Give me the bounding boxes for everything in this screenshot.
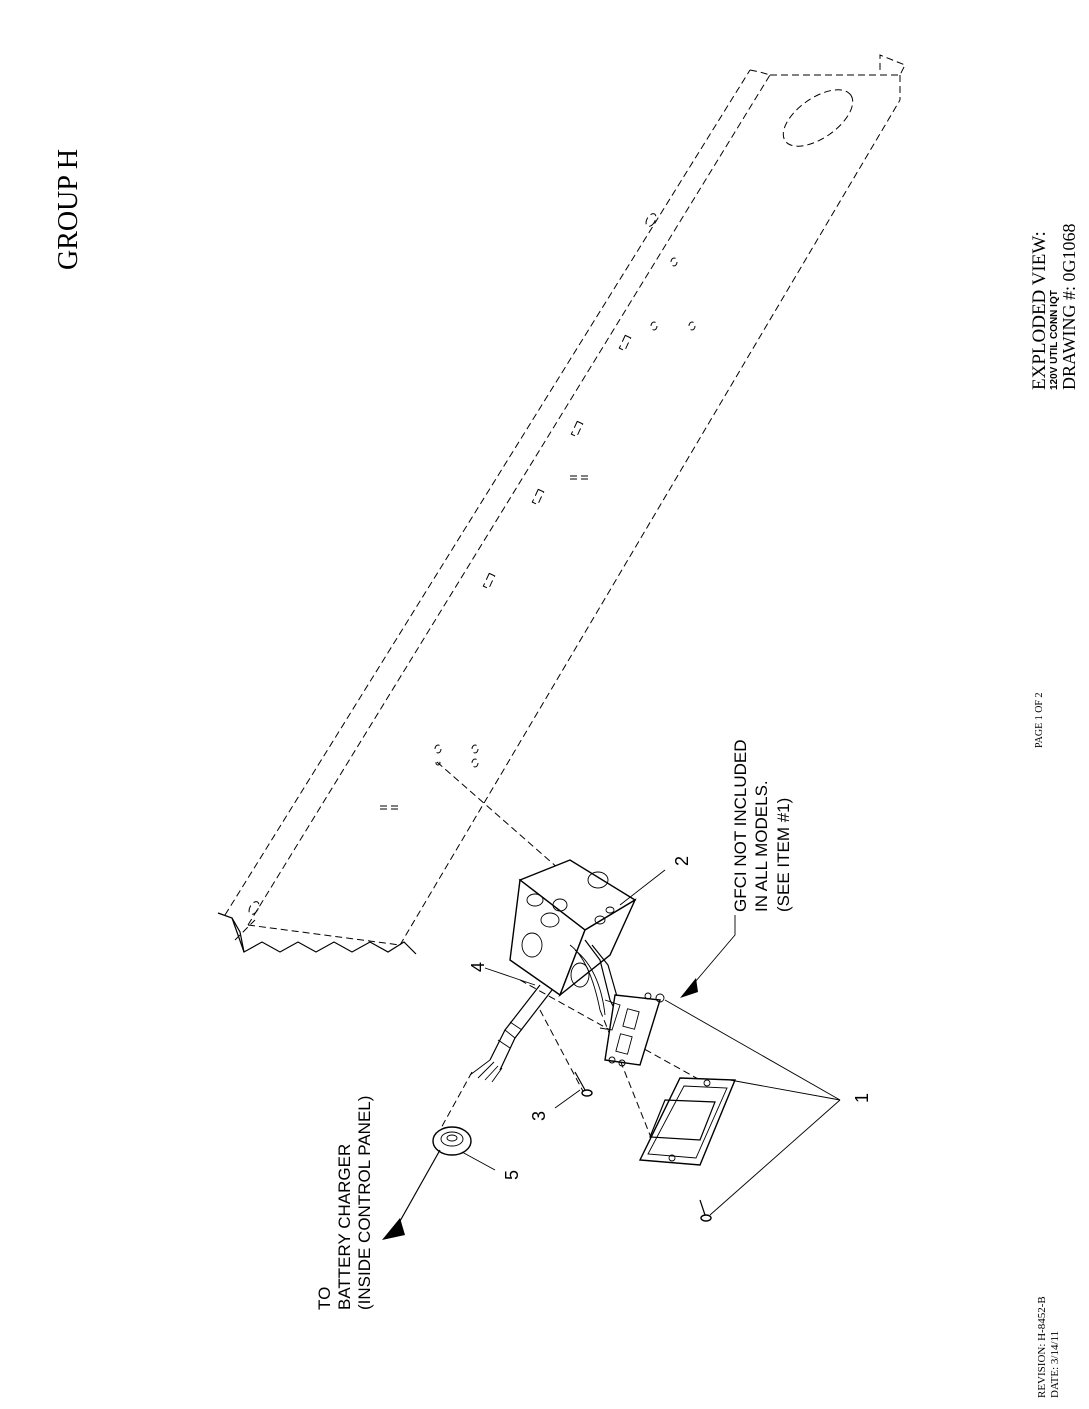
drawing-number: DRAWING #: 0G1068 [1059, 223, 1079, 390]
item-number-3: 3 [529, 1111, 549, 1121]
page-number: PAGE 1 OF 2 [1034, 693, 1045, 748]
grommet [433, 1127, 471, 1155]
screw-item-3 [575, 1072, 592, 1096]
gfci-note-line2: IN ALL MODELS. [752, 780, 771, 912]
item-number-2: 2 [672, 856, 692, 866]
view-label: EXPLODED VIEW: [1029, 231, 1050, 390]
item-number-1: 1 [852, 1093, 872, 1103]
rail-channel [218, 55, 905, 954]
gfci-note-line1: GFCI NOT INCLUDED [731, 739, 750, 912]
to-label-line3: (INSIDE CONTROL PANEL) [355, 1096, 374, 1310]
junction-box [510, 860, 635, 995]
battery-charger-arrow [382, 1150, 440, 1240]
gfci-receptacle [600, 993, 664, 1066]
cover-plate [640, 1078, 735, 1165]
revision-date: DATE: 3/14/11 [1049, 1331, 1061, 1398]
revision: REVISION: H-8452-B [1036, 1296, 1048, 1398]
item-number-5: 5 [502, 1170, 522, 1180]
item-number-4: 4 [468, 962, 488, 972]
to-label-line1: TO [315, 1287, 334, 1310]
screw-plate [700, 1200, 711, 1221]
group-label: GROUP H [53, 149, 84, 270]
gfci-note-line3: (SEE ITEM #1) [774, 798, 793, 912]
to-label-line2: BATTERY CHARGER [335, 1144, 354, 1310]
